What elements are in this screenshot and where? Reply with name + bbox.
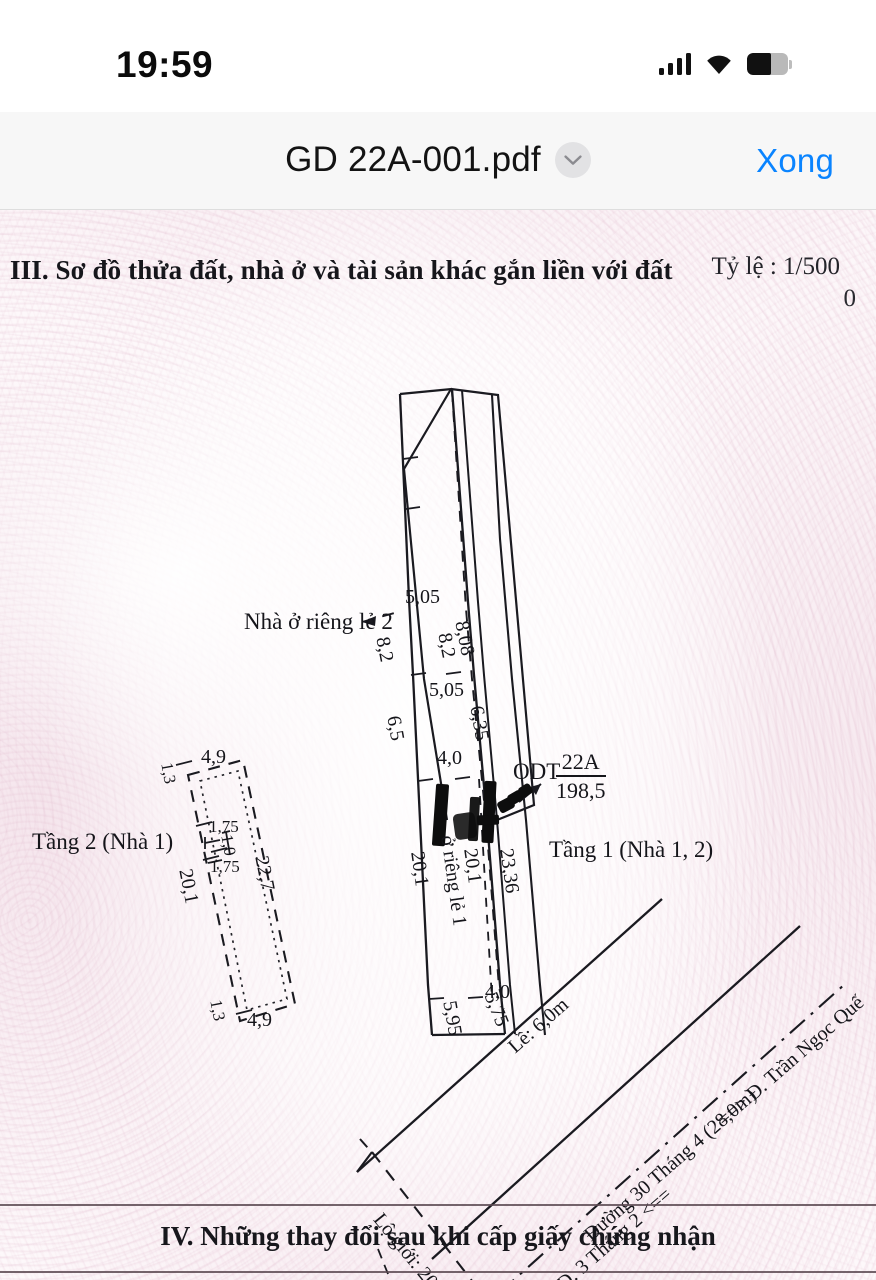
section-divider-top	[0, 1204, 876, 1206]
dimension-house2-bottom: 4,9	[247, 1009, 272, 1031]
status-bar-indicators	[658, 48, 792, 80]
section-iii-heading: III. Sơ đồ thửa đất, nhà ở và tài sản kh…	[10, 255, 673, 285]
map-scale-label: Tỷ lệ : 1/500	[711, 253, 840, 280]
dimension-house2-bottom-left: 1,3	[206, 998, 230, 1023]
dimension-parcel-mid-top: 5,05	[429, 679, 464, 701]
status-bar: 19:59	[0, 0, 876, 112]
done-button[interactable]: Xong	[756, 142, 834, 179]
dimension-house2-inner-a: 1,75	[209, 817, 239, 836]
plan-vector	[175, 387, 846, 1280]
dimension-parcel-bottom-inner: 4,0	[485, 981, 510, 1003]
chevron-down-icon[interactable]	[554, 142, 591, 178]
dimension-house2-inner-c: 1,75	[210, 857, 240, 876]
parcel-fraction: 22A 198,5	[556, 751, 606, 802]
dimension-parcel-right-upper-b: 8,2	[433, 631, 460, 660]
parcel-number: 22A	[561, 749, 600, 774]
dimension-house2-top-left: 1,3	[157, 761, 180, 786]
parcel-code-label: ODT	[513, 759, 561, 784]
section-divider-bottom	[0, 1271, 876, 1273]
status-bar-clock: 19:59	[116, 44, 214, 85]
cellular-signal-icon	[658, 53, 691, 75]
redaction-mark	[476, 814, 500, 826]
map-scale-sublabel: 0	[843, 285, 857, 312]
dimension-parcel-left-lower: 20,1	[406, 850, 433, 888]
document-title: GD 22A-001.pdf	[285, 140, 541, 179]
floor2-label: Tầng 2 (Nhà 1)	[32, 829, 174, 854]
parcel-area: 198,5	[556, 778, 606, 803]
dimension-house2-top: 4,9	[201, 746, 226, 768]
wifi-icon	[705, 53, 733, 75]
cadastral-plan-drawing: Nhà ở riêng lẻ 2 5,05 8,08 8,2 8,2 5,05 …	[0, 209, 876, 1280]
house2-callout-label: Nhà ở riêng lẻ 2	[244, 609, 393, 634]
dimension-house2-inner-b: 1,0	[217, 833, 240, 858]
dimension-parcel-mid-low: 4,0	[437, 747, 462, 769]
floor1-label: Tầng 1 (Nhà 1, 2)	[549, 837, 714, 862]
navigation-bar: GD 22A-001.pdf Xong	[0, 112, 876, 210]
section-iv-heading: IV. Những thay đổi sau khi cấp giấy chứn…	[160, 1221, 716, 1251]
dimension-parcel-left-mid: 6,5	[382, 714, 409, 743]
pdf-page[interactable]: III. Sơ đồ thửa đất, nhà ở và tài sản kh…	[0, 209, 876, 1280]
battery-icon	[747, 53, 792, 75]
document-title-group[interactable]: GD 22A-001.pdf	[0, 140, 876, 180]
dimension-parcel-left-upper: 8,2	[371, 635, 398, 664]
parcel-fraction-rule	[556, 775, 606, 777]
dimension-parcel-top: 5,05	[405, 586, 440, 608]
